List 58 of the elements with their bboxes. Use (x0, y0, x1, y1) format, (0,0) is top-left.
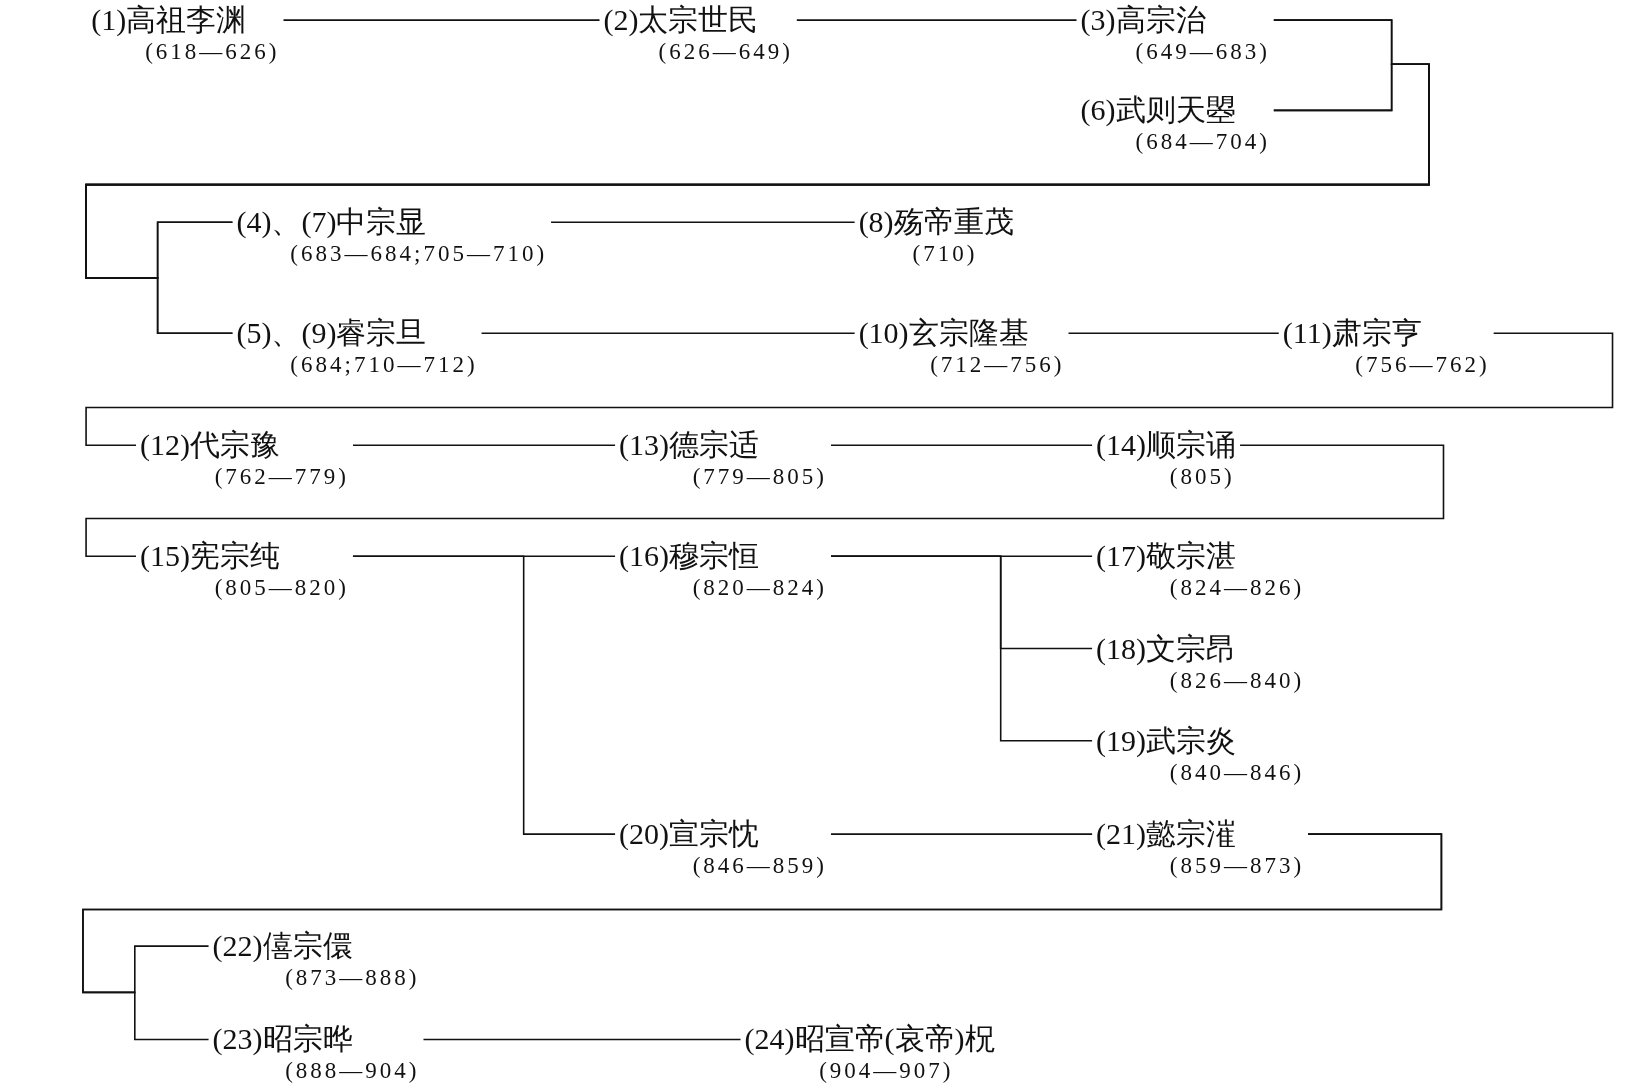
reign-years: (805—820) (214, 574, 349, 603)
connector-line (480, 332, 856, 335)
emperor-name: (13)德宗适 (619, 428, 761, 463)
connector-line (82, 833, 1443, 1041)
reign-years: (824—826) (1169, 574, 1305, 603)
connector-line (85, 332, 1614, 447)
emperor-name: (19)武宗炎 (1096, 723, 1238, 758)
connector-line (796, 19, 1078, 21)
connector-line (830, 555, 1093, 742)
emperor-name: (6)武则天曌 (1080, 93, 1237, 128)
reign-years: (762—779) (214, 463, 349, 492)
connector-line (422, 1038, 742, 1041)
emperor-name: (17)敬宗湛 (1096, 539, 1238, 574)
emperor-name: (15)宪宗纯 (140, 539, 281, 574)
reign-years: (846—859) (692, 852, 828, 881)
emperor-name: (24)昭宣帝(哀帝)柷 (744, 1022, 995, 1057)
reign-years: (888—904) (285, 1057, 420, 1086)
reign-years: (756—762) (1355, 351, 1490, 380)
emperor-name: (2)太宗世民 (603, 3, 760, 38)
connector-line (85, 444, 1445, 558)
connector-line (830, 833, 1093, 835)
emperor-name: (5)、(9)睿宗旦 (236, 316, 428, 351)
reign-years: (683—684;705—710) (290, 240, 548, 269)
reign-years: (626—649) (658, 38, 793, 67)
connector-line (352, 555, 616, 835)
emperor-name: (11)肃宗亨 (1282, 316, 1423, 351)
emperor-name: (3)高宗治 (1080, 3, 1207, 38)
connector-line (352, 444, 616, 447)
connector-line (282, 19, 601, 21)
reign-years: (710) (912, 240, 979, 269)
emperor-name: (1)高祖李渊 (91, 3, 248, 38)
reign-years: (684;710—712) (290, 351, 478, 380)
reign-years: (779—805) (692, 463, 828, 492)
emperor-name: (20)宣宗忱 (619, 817, 761, 852)
reign-years: (904—907) (819, 1057, 955, 1086)
reign-years: (649—683) (1135, 38, 1270, 67)
emperor-name: (16)穆宗恒 (619, 539, 761, 574)
reign-years: (873—888) (285, 964, 420, 993)
reign-years: (820—824) (692, 574, 828, 603)
reign-years: (859—873) (1169, 852, 1305, 881)
reign-years: (712—756) (930, 351, 1065, 380)
reign-years: (840—846) (1169, 758, 1305, 787)
reign-years: (805) (1169, 463, 1236, 492)
connector-line (830, 444, 1093, 447)
emperor-name: (18)文宗昂 (1096, 631, 1238, 666)
reign-years: (618—626) (145, 38, 280, 67)
emperor-name: (4)、(7)中宗显 (236, 205, 428, 240)
reign-years: (684—704) (1135, 128, 1270, 157)
emperor-name: (8)殇帝重茂 (858, 205, 1014, 240)
reign-years: (826—840) (1169, 666, 1305, 695)
emperor-name: (22)僖宗儇 (212, 929, 354, 964)
emperor-name: (10)玄宗隆基 (858, 316, 1030, 351)
connector-line (1067, 332, 1280, 335)
emperor-name: (14)顺宗诵 (1096, 428, 1237, 463)
emperor-name: (21)懿宗漼 (1096, 817, 1238, 852)
emperor-name: (23)昭宗晔 (212, 1022, 354, 1057)
emperor-name: (12)代宗豫 (140, 428, 281, 463)
connector-line (550, 221, 856, 224)
